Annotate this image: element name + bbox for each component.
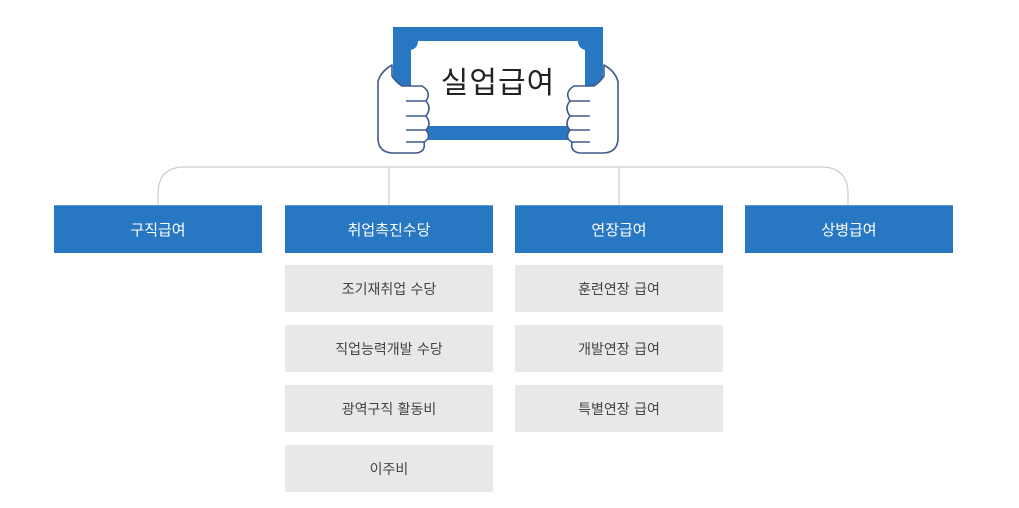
category-employment-promotion-allowance: 취업촉진수당	[285, 205, 493, 253]
sub-item: 이주비	[285, 445, 493, 492]
sub-item-label: 이주비	[369, 461, 409, 478]
sub-item: 특별연장 급여	[515, 385, 723, 432]
category-label: 연장급여	[591, 221, 647, 239]
sub-item: 훈련연장 급여	[515, 265, 723, 312]
category-sickness-benefit: 상병급여	[745, 205, 953, 253]
sub-item-label: 조기재취업 수당	[341, 281, 437, 298]
sign-illustration: 실업급여	[372, 20, 624, 160]
sub-item-label: 훈련연장 급여	[578, 281, 660, 298]
category-label: 취업촉진수당	[347, 221, 431, 239]
sub-item: 광역구직 활동비	[285, 385, 493, 432]
sub-item-label: 개발연장 급여	[578, 341, 660, 358]
sub-item-label: 특별연장 급여	[578, 401, 660, 418]
sub-item-label: 광역구직 활동비	[341, 401, 437, 418]
diagram-title: 실업급여	[440, 66, 556, 101]
sub-item: 개발연장 급여	[515, 325, 723, 372]
hands-holding-sign-icon	[377, 27, 619, 154]
category-extended-benefit: 연장급여	[515, 205, 723, 253]
category-job-seeking-benefit: 구직급여	[54, 205, 262, 253]
sub-item: 직업능력개발 수당	[285, 325, 493, 372]
sub-item-label: 직업능력개발 수당	[335, 341, 443, 358]
category-label: 구직급여	[130, 221, 186, 239]
category-label: 상병급여	[821, 221, 877, 239]
sub-item: 조기재취업 수당	[285, 265, 493, 312]
